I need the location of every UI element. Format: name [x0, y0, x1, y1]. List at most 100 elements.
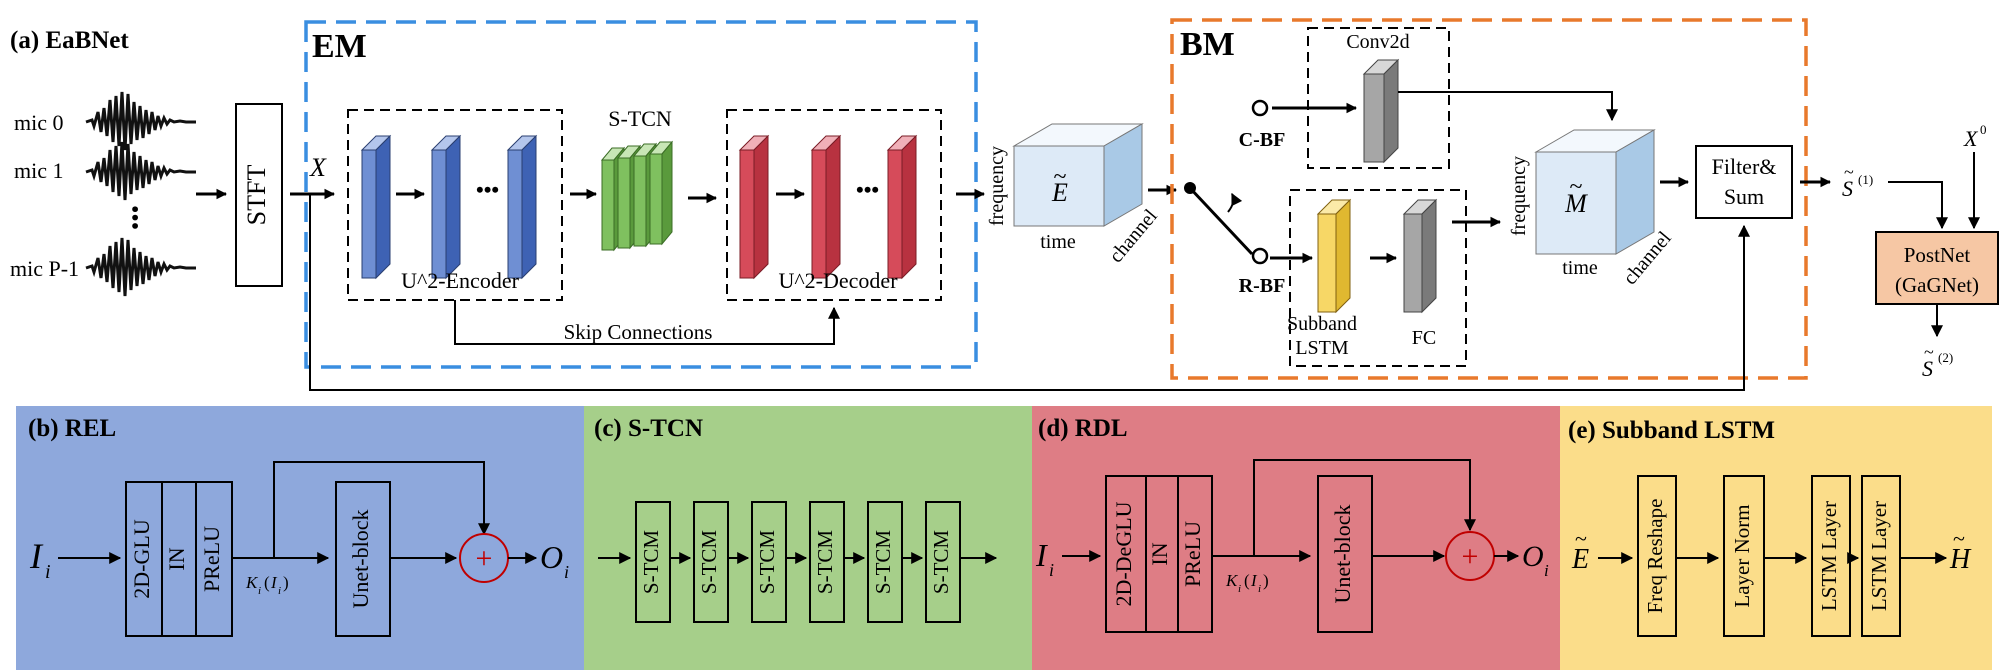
postnet-label-line1: PostNet [1904, 243, 1971, 267]
subband-lstm-layer [1316, 198, 1352, 314]
m-axis-frequency: frequency [1508, 156, 1530, 236]
mic-ellipsis: ••• [121, 205, 147, 230]
skip-connections-label: Skip Connections [564, 320, 713, 344]
postnet-block [1875, 231, 1999, 305]
stcm-block [635, 501, 671, 623]
conv2d-label: Conv2d [1346, 31, 1409, 53]
em-title: EM [312, 28, 367, 65]
rel-residual-arrow [273, 461, 490, 558]
encoder-layer [360, 134, 392, 280]
bm-title: BM [1180, 26, 1235, 63]
s1-superscript: (1) [1858, 172, 1873, 187]
x-input-label: X [309, 153, 327, 182]
stcn-panel [584, 406, 1032, 670]
rdl-residual-arrow [1253, 459, 1476, 556]
rdl-unet-block [1317, 475, 1373, 633]
stcm-block [809, 501, 845, 623]
rel-output-sub: i [564, 562, 569, 582]
lstm-output-tilde: ~ [1953, 526, 1965, 551]
rel-panel [16, 406, 584, 670]
rdl-unet-label: Unet-block [1330, 505, 1355, 604]
stcm-label: S-TCM [813, 530, 837, 595]
conv2d-to-mask-arrow [1398, 91, 1618, 122]
rdl-k-arg: I [1250, 571, 1258, 590]
stcm-label: S-TCM [929, 530, 953, 595]
s2-tilde: ~ [1924, 342, 1934, 362]
rdl-layer-label: 2D-DeGLU [1111, 501, 1136, 606]
conv2d-box [1307, 27, 1450, 169]
encoder-label: U^2-Encoder [401, 268, 520, 293]
stcm-label: S-TCM [697, 530, 721, 595]
subband-label-line2: LSTM [1295, 337, 1349, 359]
stcm-block [925, 501, 961, 623]
rel-layer-label: PReLU [199, 526, 224, 592]
lstm-layer-block [1861, 475, 1901, 637]
lstm-block-label: LSTM Layer [1867, 501, 1891, 611]
rdl-output-sub: i [1544, 561, 1549, 580]
s1-tilde: ~ [1844, 162, 1854, 182]
filter-sum-label-line1: Filter& [1712, 154, 1777, 179]
rdl-plus-sign: + [1462, 540, 1479, 573]
rdl-k-paren-open: ( [1244, 571, 1250, 590]
lstm-block-label: Freq Reshape [1643, 499, 1667, 614]
rel-unet-label: Unet-block [348, 510, 373, 609]
postnet-label-line2: (GaGNet) [1895, 273, 1979, 297]
rel-k-base: K [245, 573, 259, 592]
rel-input-base: I [29, 536, 44, 576]
stcm-block [693, 501, 729, 623]
encoder-ellipsis: ••• [476, 177, 499, 202]
lstm-output-label: H [1949, 544, 1972, 575]
cbf-label: C-BF [1239, 129, 1286, 151]
s1-to-postnet-arrow [1888, 181, 1948, 230]
rel-k-arg-sub: i [278, 585, 281, 597]
rdl-input-sub: i [1049, 560, 1054, 580]
decoder-label: U^2-Decoder [778, 268, 898, 293]
s1-base: S [1842, 176, 1853, 201]
rel-layer-label: 2D-GLU [129, 519, 154, 599]
rdl-layer-label: PReLU [1180, 521, 1205, 587]
rel-k-sub: i [258, 585, 261, 597]
stft-label: STFT [242, 165, 271, 226]
rdl-k-arg-sub: i [1258, 583, 1261, 595]
rbf-label: R-BF [1239, 275, 1286, 297]
rdl-output-base: O [1522, 540, 1544, 573]
rbf-branch-box [1289, 189, 1467, 367]
rdl-k-base: K [1225, 571, 1239, 590]
e-feature-cube [1012, 123, 1144, 227]
encoder-box [347, 109, 563, 301]
waveform-icon [85, 237, 196, 297]
conv2d-layer [1362, 58, 1400, 164]
decoder-layer [810, 134, 842, 280]
s2-base: S [1922, 356, 1933, 381]
mic-p-1-label: mic P-1 [10, 256, 79, 281]
rel-layer-label: IN [164, 547, 189, 570]
m-cube-label: M [1564, 189, 1588, 218]
rbf-terminal [1251, 247, 1269, 265]
rdl-layer-label: IN [1147, 542, 1172, 565]
subband-lstm-panel [1560, 406, 1992, 670]
freq-reshape-block [1637, 475, 1677, 637]
rdl-title: (d) RDL [1038, 415, 1128, 442]
x0-superscript: 0 [1980, 122, 1987, 137]
lstm-block-label: LSTM Layer [1817, 501, 1841, 611]
bm-module-box [1170, 18, 1808, 380]
rel-input-sub: i [45, 561, 51, 583]
stcn-label: S-TCN [608, 106, 672, 131]
stcm-label: S-TCM [755, 530, 779, 595]
rel-title: (b) REL [28, 415, 116, 442]
layer-norm-block [1723, 475, 1765, 637]
encoder-layer [430, 134, 462, 280]
stcm-label: S-TCM [639, 530, 663, 595]
x0-base: X [1963, 126, 1979, 151]
lstm-input-label: E [1571, 544, 1589, 575]
subband-label-line1: Subband [1287, 313, 1357, 335]
switch-rotation-icon [1227, 192, 1243, 213]
decoder-layer [886, 134, 918, 280]
stcm-block [867, 501, 903, 623]
rdl-k-sub: i [1238, 583, 1241, 595]
stcm-label: S-TCM [871, 530, 895, 595]
mic-0-label: mic 0 [14, 110, 64, 135]
rdl-panel [1032, 406, 1560, 670]
m-mask-cube [1534, 129, 1656, 255]
